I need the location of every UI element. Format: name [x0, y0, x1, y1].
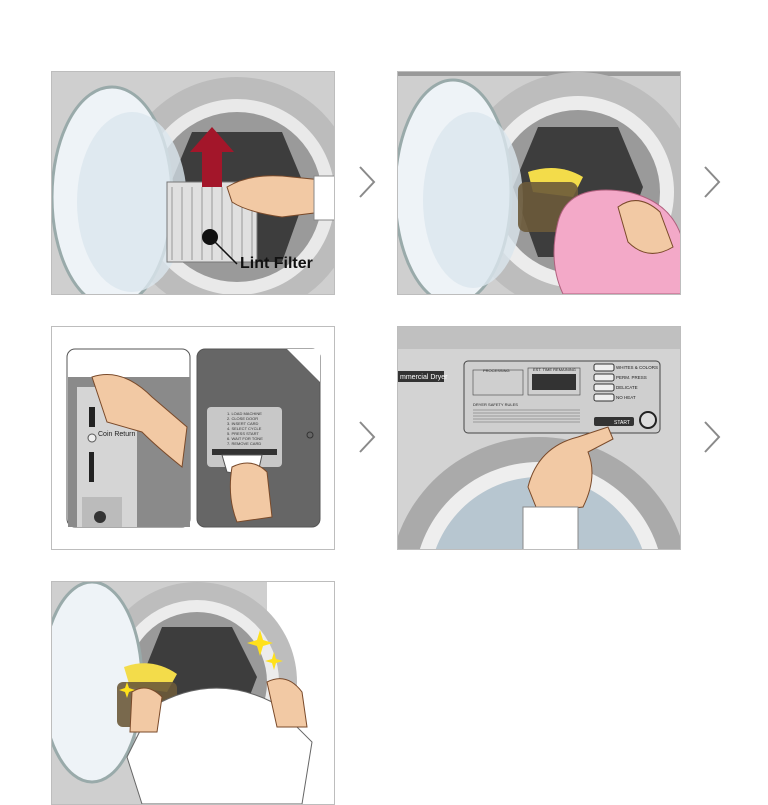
chevron-right-icon	[357, 165, 377, 199]
cycle-button-whites[interactable]	[593, 363, 615, 372]
sparkle-icon	[265, 652, 283, 670]
safety-rules-heading: DRYER SAFETY RULES	[473, 402, 518, 407]
instruction-line: 7. REMOVE CARD	[227, 441, 261, 446]
white-shirt-icon	[126, 687, 313, 804]
processing-label: PROCESSING	[483, 368, 510, 373]
instruction-line: 3. INSERT CARD	[227, 421, 259, 426]
hand-icon	[229, 462, 273, 523]
cycle-button-no-heat[interactable]	[593, 393, 615, 402]
instruction-line: 4. SELECT CYCLE	[227, 426, 262, 431]
est-time-label: EST. TIME REMAINING	[533, 367, 576, 372]
instruction-line: 1. LOAD MACHINE	[227, 411, 262, 416]
chevron-right-icon	[702, 420, 722, 454]
lint-filter-label: Lint Filter	[240, 255, 313, 272]
start-button[interactable]	[594, 417, 634, 426]
instruction-line: 5. PRESS START	[227, 431, 259, 436]
card-reader-illustration: 1. LOAD MACHINE 2. CLOSE DOOR 3. INSERT …	[196, 348, 321, 528]
step-5-remove-clean-clothes	[51, 581, 335, 805]
cycle-label: NO HEAT	[616, 395, 636, 400]
chevron-right-icon	[357, 420, 377, 454]
hand-icon	[91, 374, 188, 468]
cycle-label: DELICATE	[616, 385, 638, 390]
step-3-pay-coin-or-card: Coin Return 1. LOAD MACHINE 2. CLOSE DOO…	[51, 326, 335, 550]
sparkle-icon	[247, 630, 273, 656]
instruction-line: 2. CLOSE DOOR	[227, 416, 258, 421]
cycle-button-perm-press[interactable]	[593, 373, 615, 382]
brand-label: mmercial Dryer	[400, 374, 448, 381]
instruction-line: 6. WAIT FOR TONE	[227, 436, 263, 441]
hand-icon	[266, 678, 308, 728]
sparkle-icon	[119, 682, 135, 698]
hand-icon	[617, 200, 674, 254]
step-2-load-clothes	[397, 71, 681, 295]
dial-knob[interactable]	[639, 411, 657, 429]
step-1-clean-lint-filter: Lint Filter	[51, 71, 335, 295]
cycle-label: PERM. PRESS	[616, 375, 647, 380]
cycle-label: WHITES & COLORS	[616, 365, 658, 370]
cycle-button-delicate[interactable]	[593, 383, 615, 392]
hand-icon	[129, 687, 163, 733]
arrow-up-icon	[190, 127, 234, 187]
start-label: START	[614, 420, 630, 426]
step-4-select-cycle-press-start: mmercial Dryer PROCESSING EST. TIME REMA…	[397, 326, 681, 550]
coin-slot-illustration: Coin Return	[66, 348, 191, 528]
coin-return-label: Coin Return	[98, 431, 135, 438]
hand-icon	[527, 426, 614, 513]
time-display	[532, 374, 576, 390]
chevron-right-icon	[702, 165, 722, 199]
